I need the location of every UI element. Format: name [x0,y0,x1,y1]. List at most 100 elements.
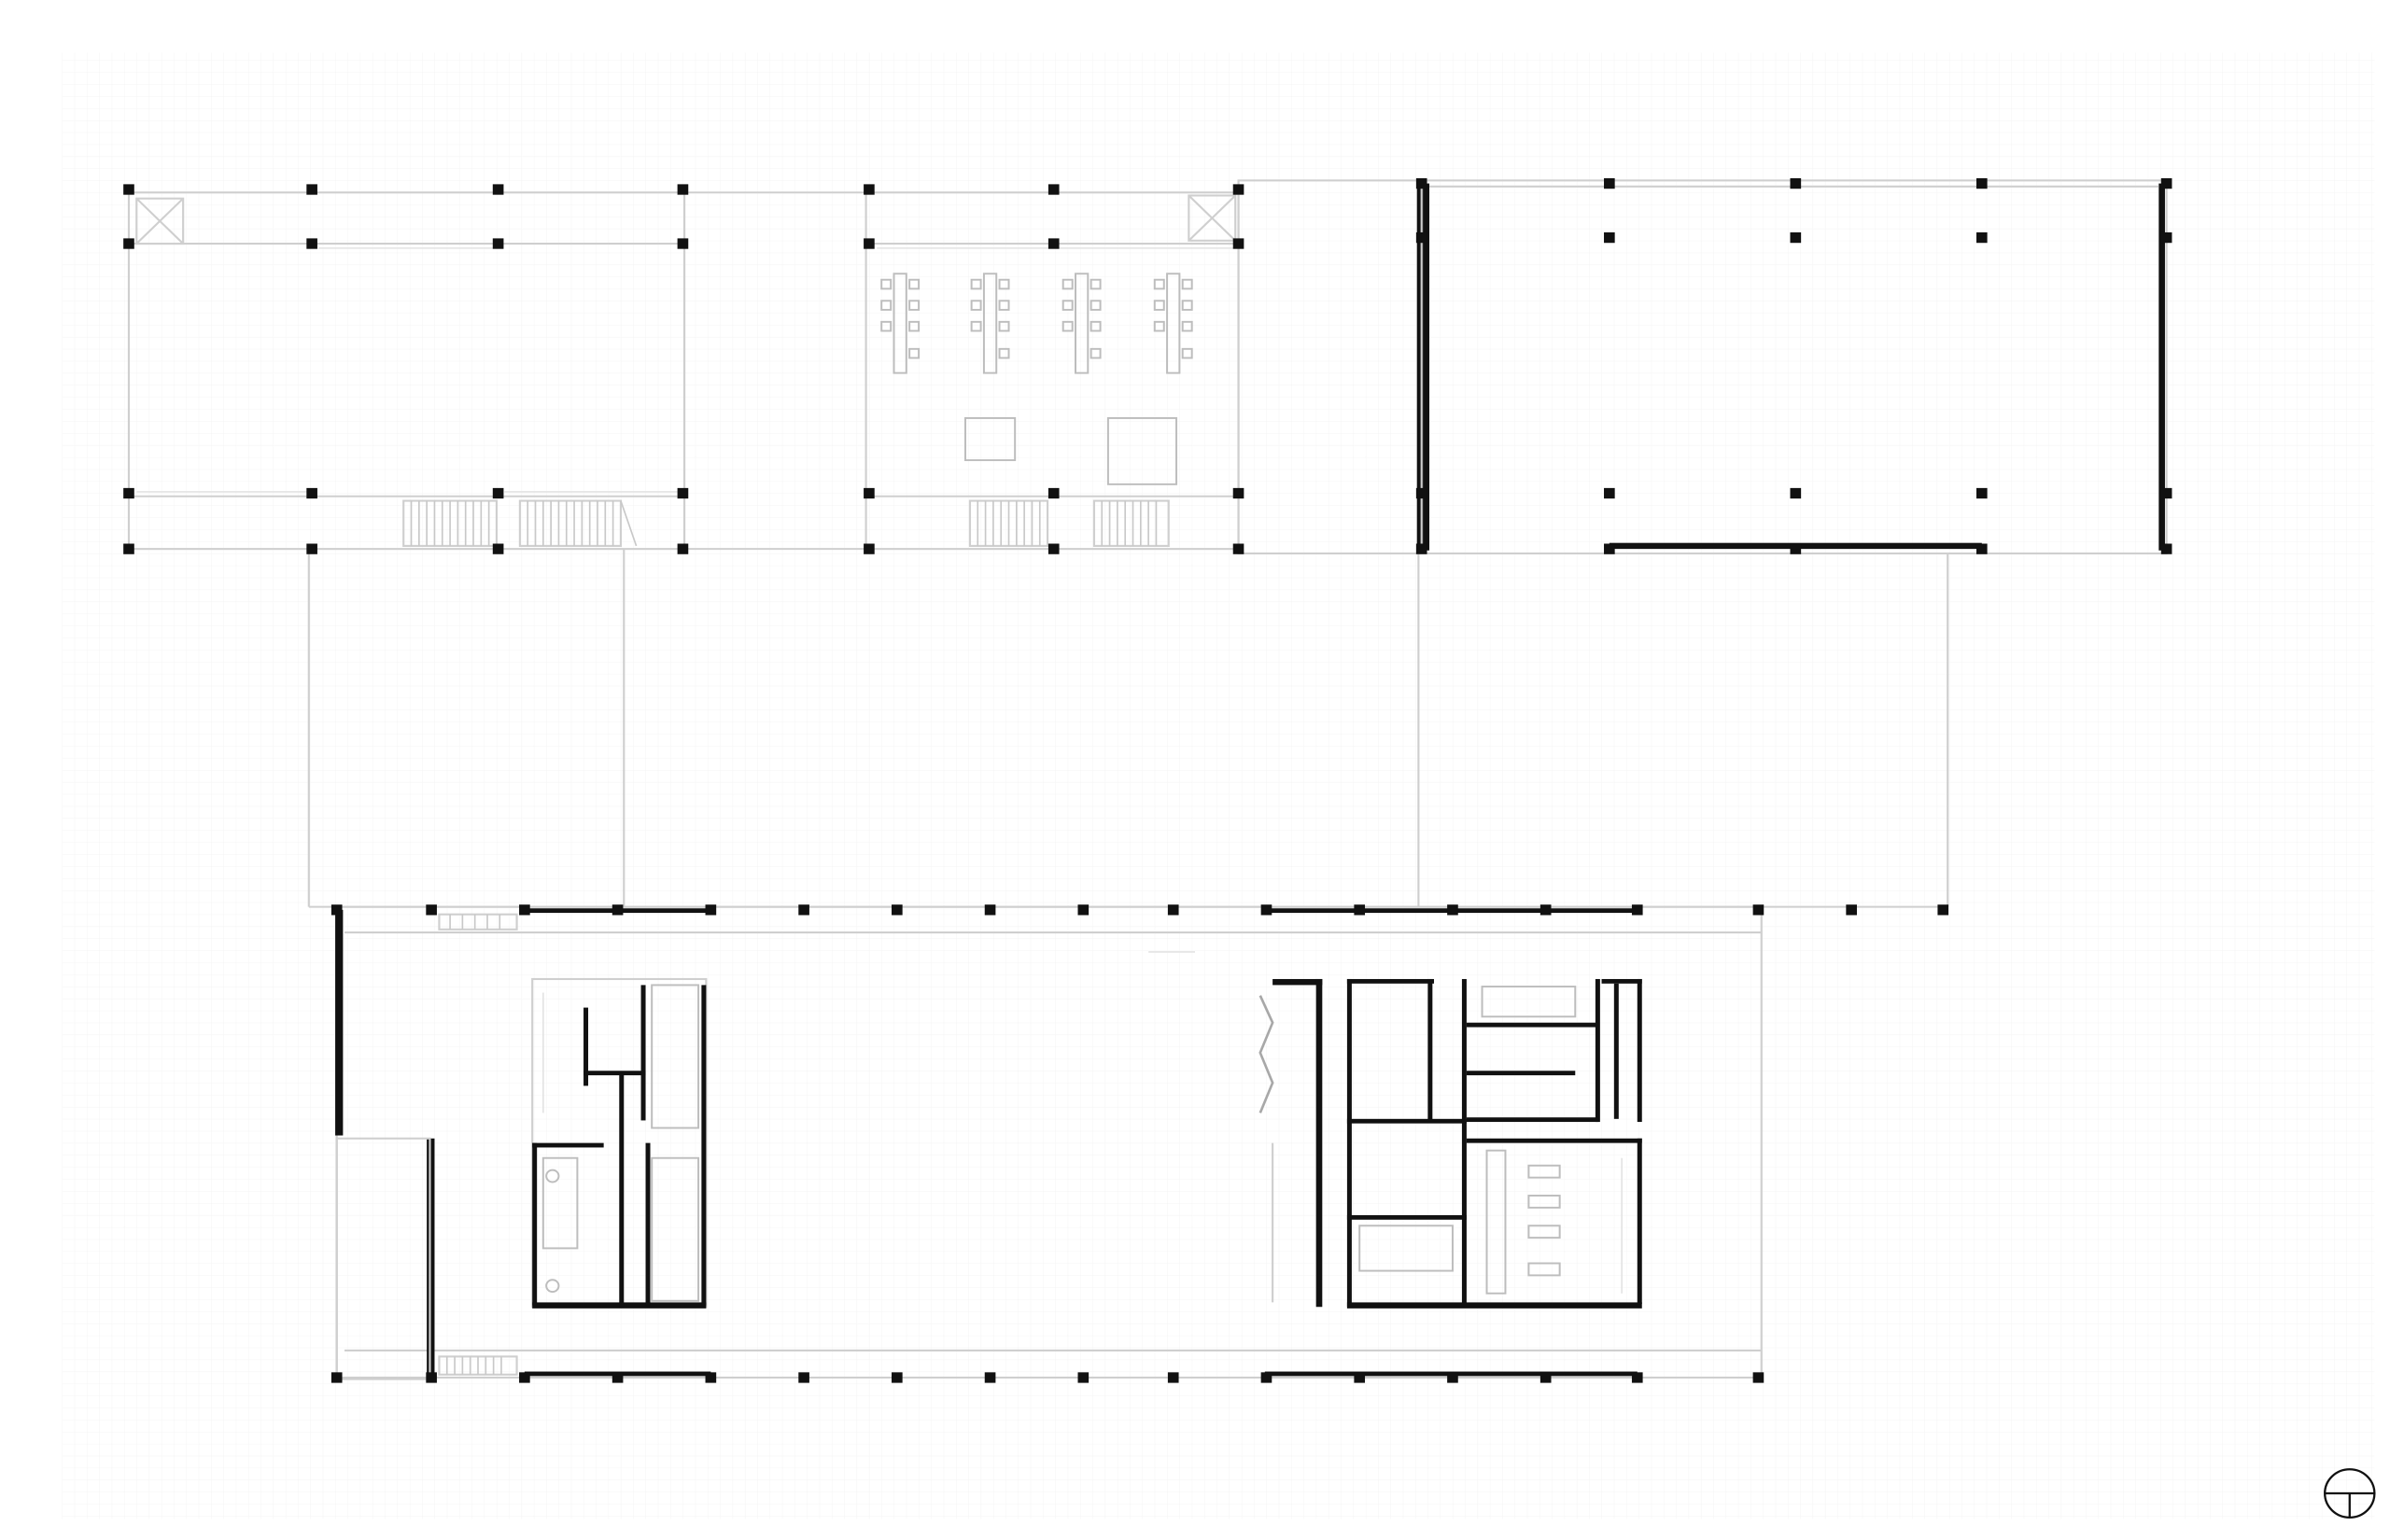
column [677,238,689,249]
column [1539,1372,1552,1383]
stair-s2 [438,913,518,931]
column [677,184,689,195]
stair-a2 [518,499,638,547]
column [1975,177,1988,189]
column [1232,184,1244,195]
column [426,904,437,916]
column [492,238,504,249]
column [306,543,317,554]
table-square-2 [1106,416,1178,485]
column [1975,543,1988,554]
column [1167,1372,1179,1383]
column [2160,177,2172,189]
stair-s1 [438,1355,518,1376]
column [1604,543,1615,554]
column [330,1372,343,1383]
column [1631,904,1643,916]
column [892,904,903,916]
column [1631,1372,1643,1383]
column [677,543,689,554]
column [892,1372,903,1383]
stair-b1 [968,499,1049,547]
column [1752,904,1764,916]
column [1047,543,1060,554]
column [677,487,689,499]
stair-a1 [402,499,499,547]
column [1447,904,1458,916]
column [492,487,504,499]
column [306,184,317,195]
desk-groups [880,273,1193,374]
column [519,904,530,916]
central-hall [1148,951,1274,1303]
west-core [531,977,708,1309]
column [492,543,504,554]
column [1790,543,1802,554]
east-core [1272,978,1642,1309]
column [1790,231,1802,244]
column [798,1372,809,1383]
stair-b2 [1092,499,1170,547]
column [864,487,875,499]
column [1167,904,1179,916]
column [1415,177,1427,189]
column [1354,904,1366,916]
column [1047,184,1060,195]
column [306,238,317,249]
column [1415,231,1427,244]
column [1232,487,1244,499]
column [705,1372,717,1383]
north-arrow-icon [2324,1468,2376,1519]
column [1790,487,1802,499]
column [1604,231,1615,244]
column [984,1372,996,1383]
column [330,904,343,916]
column [1752,1372,1764,1383]
column [864,184,875,195]
column [123,238,134,249]
column [612,1372,624,1383]
column [2160,487,2172,499]
column [1260,904,1272,916]
column [1415,487,1427,499]
column [1604,177,1615,189]
column [1232,543,1244,554]
south-block [335,905,1763,1380]
column [1260,1372,1272,1383]
column [798,904,809,916]
column [426,1372,437,1383]
column [1232,238,1244,249]
column [1415,543,1427,554]
column [1447,1372,1458,1383]
column [519,1372,530,1383]
column [1604,487,1615,499]
column [2160,231,2172,244]
column [492,184,504,195]
north-block-a [127,191,866,551]
column [1077,1372,1090,1383]
void-cross [135,197,185,245]
column [1975,487,1988,499]
column [2160,543,2172,554]
column [1975,231,1988,244]
structural-columns [123,177,2172,1383]
column [984,904,996,916]
void-cross-b [1188,194,1237,242]
column [1937,904,1949,916]
column [1047,238,1060,249]
column [864,543,875,554]
column [123,543,134,554]
column [1790,177,1802,189]
column [1846,904,1857,916]
column [123,184,134,195]
column [1539,904,1552,916]
column [1077,904,1090,916]
column [705,904,717,916]
column [123,487,134,499]
column [306,487,317,499]
column [1047,487,1060,499]
column [612,904,624,916]
column [864,238,875,249]
table-square-1 [963,416,1017,462]
